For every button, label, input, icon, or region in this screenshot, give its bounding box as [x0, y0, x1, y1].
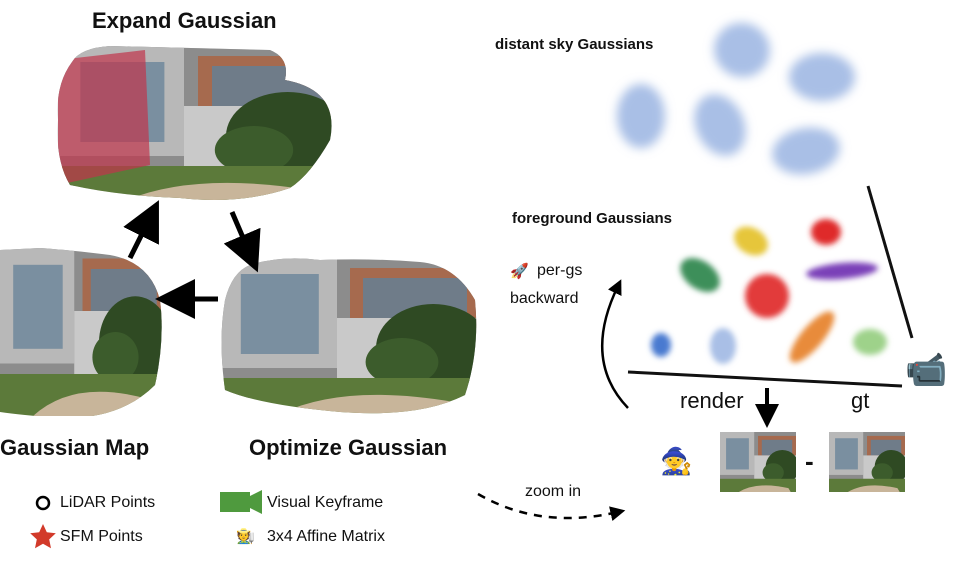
- foreground-gaussians-label: foreground Gaussians: [512, 210, 673, 227]
- legend-sfm-label: SFM Points: [60, 528, 143, 545]
- backward-curve-arrow: [600, 279, 629, 409]
- gaussian-map-image: [0, 248, 162, 416]
- sky-gaussians: [617, 22, 855, 175]
- keyframe-camera-icon: [220, 490, 262, 514]
- render-label: render: [680, 388, 744, 413]
- expand-gaussian-title: Expand Gaussian: [92, 8, 277, 33]
- gt-label: gt: [851, 388, 870, 413]
- per-gs-label: per-gs: [537, 262, 583, 279]
- sfm-star-icon: [30, 524, 56, 549]
- witch-icon: 🧙: [660, 446, 693, 476]
- render-thumbnail: [720, 432, 796, 492]
- frustum-line-bottom: [627, 370, 903, 388]
- backward-label: backward: [510, 290, 579, 307]
- sky-gaussians-label: distant sky Gaussians: [495, 36, 654, 53]
- rocket-icon: 🚀: [510, 263, 529, 280]
- camera-icon: 📹: [905, 351, 948, 389]
- foreground-gaussians: [651, 219, 887, 364]
- arrow-map-to-expand: [123, 200, 159, 260]
- legend-lidar-label: LiDAR Points: [60, 494, 156, 511]
- optimize-gaussian-image: [221, 258, 477, 414]
- gt-thumbnail: [829, 432, 905, 492]
- legend-keyframe-label: Visual Keyframe: [267, 494, 384, 511]
- arrow-expand-to-optimize: [223, 211, 261, 273]
- optimize-gaussian-title: Optimize Gaussian: [249, 435, 448, 460]
- zoom-in-arrow: [477, 492, 626, 521]
- expand-gaussian-image: [57, 46, 332, 201]
- minus-sign: -: [805, 446, 814, 476]
- lidar-point-icon: [35, 495, 51, 511]
- affine-matrix-icon: 🧑‍🌾: [236, 528, 255, 545]
- legend-affine-label: 3x4 Affine Matrix: [267, 528, 385, 545]
- frustum-line-top: [866, 185, 914, 339]
- gaussian-map-title: Gaussian Map: [0, 435, 150, 460]
- zoom-in-label: zoom in: [525, 483, 582, 500]
